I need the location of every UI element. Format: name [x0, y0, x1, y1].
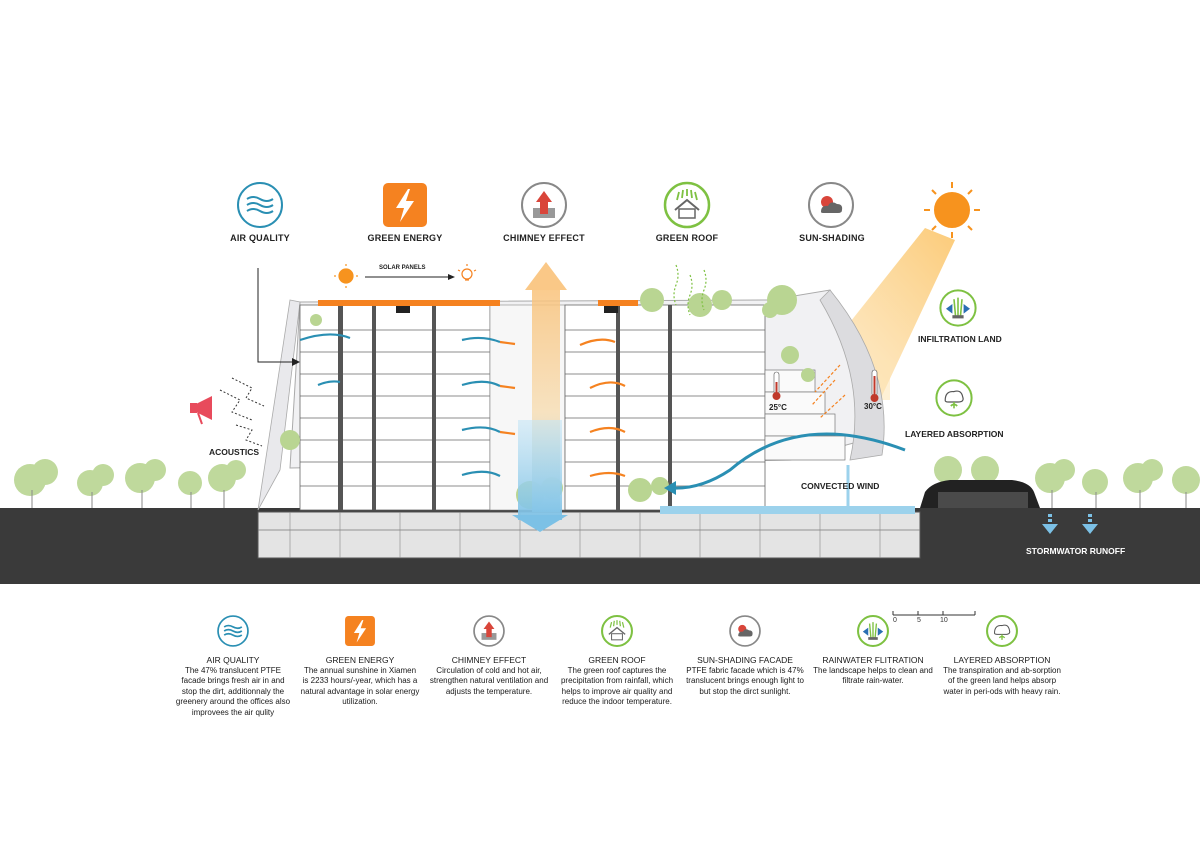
trees-right: [934, 456, 1200, 495]
trees-left: [14, 459, 246, 496]
layered-absorption-icon: [935, 379, 973, 417]
label-layered-absorption: LAYERED ABSORPTION: [905, 429, 1004, 439]
legend-text: PTFE fabric facade which is 47% transluc…: [686, 665, 804, 696]
legend-text: The 47% translucent PTFE facade brings f…: [175, 665, 291, 717]
sun-icon: [924, 182, 980, 238]
rainwater-filter-icon: [939, 289, 977, 327]
feature-label-chimney-effect: CHIMNEY EFFECT: [503, 233, 585, 243]
megaphone-icon: [190, 396, 212, 425]
legend-green-roof-icon: [601, 615, 633, 647]
legend-title: RAINWATER FLITRATION: [822, 655, 924, 665]
label-acoustics: ACOUSTICS: [209, 447, 260, 457]
label-infiltration-land: INFILTRATION LAND: [918, 334, 1002, 344]
legend-text: The landscape helps to clean and filtrat…: [813, 665, 933, 686]
legend-rainwater-filtration: RAINWATER FLITRATION The landscape helps…: [813, 655, 933, 687]
air-quality-connector: [257, 268, 292, 363]
legend-sun-shading-facade: SUN-SHADING FACADE PTFE fabric facade wh…: [685, 655, 805, 697]
feature-label-green-energy: GREEN ENERGY: [367, 233, 443, 243]
green-roof-icon: [663, 181, 711, 229]
feature-label-air-quality: AIR QUALITY: [230, 233, 290, 243]
label-convected-wind: CONVECTED WIND: [801, 481, 880, 491]
legend-title: GREEN ENERGY: [325, 655, 395, 665]
legend-text: The green roof captures the precipitatio…: [560, 665, 674, 707]
reflecting-pool: [660, 506, 915, 514]
temp-outside: 30°C: [864, 402, 882, 411]
legend-title: LAYERED ABSORPTION: [953, 655, 1051, 665]
label-solar-panels: SOLAR PANELS: [379, 265, 426, 271]
legend-wind-icon: [217, 615, 249, 647]
chimney-up-arrow: [525, 262, 567, 290]
wind-icon: [237, 182, 283, 228]
stormwater-arrows: [1042, 514, 1098, 534]
legend-green-energy: GREEN ENERGY The annual sunshine in Xiam…: [300, 655, 420, 708]
small-sun-icon: [334, 264, 358, 288]
legend-lightning-icon: [345, 616, 375, 646]
legend-text: The transpiration and ab-sorption of the…: [943, 665, 1061, 696]
legend-text: Circulation of cold and hot air, strengt…: [429, 665, 549, 696]
convected-wind-arrow: [669, 432, 906, 490]
legend-rainwater-filter-icon: [857, 615, 889, 647]
legend-air-quality: AIR QUALITY The 47% translucent PTFE fac…: [173, 655, 293, 718]
thermometer-outside-icon: [870, 369, 879, 402]
feature-label-green-roof: GREEN ROOF: [655, 233, 719, 243]
legend-title: GREEN ROOF: [588, 655, 646, 665]
legend-title: AIR QUALITY: [206, 655, 260, 665]
solar-panels-roof: [318, 300, 638, 306]
legend-green-roof: GREEN ROOF The green roof captures the p…: [557, 655, 677, 708]
scale-num-10: 10: [940, 617, 948, 624]
feature-label-sun-shading: SUN-SHADING: [799, 233, 865, 243]
ventilation-arrows: [299, 333, 626, 478]
legend-title: CHIMNEY EFFECT: [451, 655, 527, 665]
legend-title: SUN-SHADING FACADE: [697, 655, 793, 665]
bulb-icon: [457, 264, 477, 281]
legend-sun-cloud-icon: [729, 615, 761, 647]
scale-num-5: 5: [917, 617, 921, 624]
thermometer-inside-icon: [772, 371, 781, 400]
scale-bar: [892, 611, 976, 616]
legend-chimney-effect: CHIMNEY EFFECT Circulation of cold and h…: [429, 655, 549, 697]
temp-inside: 25°C: [769, 403, 787, 412]
legend-layered-absorption: LAYERED ABSORPTION The transpiration and…: [942, 655, 1062, 697]
lightning-icon: [383, 183, 427, 227]
legend-chimney-arrow-icon: [473, 615, 505, 647]
west-block: [299, 304, 491, 511]
legend-text: The annual sunshine in Xiamen is 2233 ho…: [300, 665, 420, 707]
legend-layered-absorption-icon: [986, 615, 1018, 647]
label-stormwater-runoff: STORMWATOR RUNOFF: [1026, 546, 1126, 556]
sun-cloud-icon: [808, 182, 854, 228]
chimney-arrow-icon: [521, 182, 567, 228]
scale-num-0: 0: [893, 617, 897, 624]
basement: [257, 511, 921, 559]
